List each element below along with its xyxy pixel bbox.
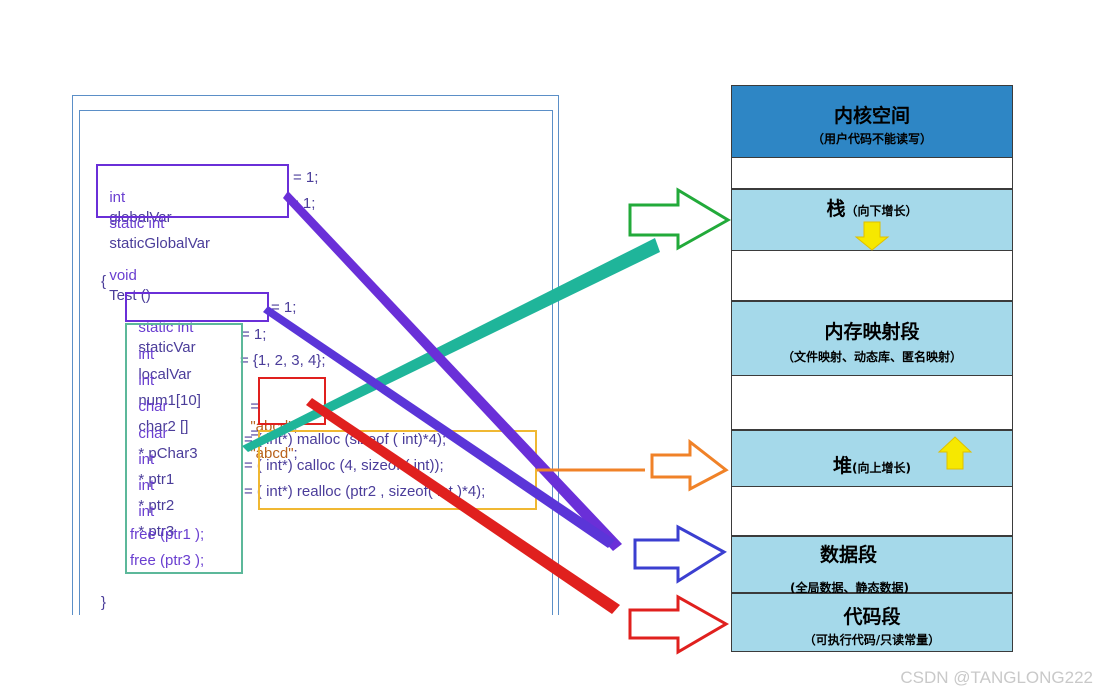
code-line-ptr1: int * ptr1 (130, 430, 174, 490)
segment-subtitle: （可执行代码/只读常量） (803, 633, 941, 647)
code-line-localvar: int localVar (130, 325, 191, 385)
segment-gap (731, 251, 1013, 301)
code-val: = 1; (241, 326, 267, 343)
segment-title: 代码段 (843, 606, 901, 628)
code-val: = 1; (293, 169, 319, 186)
string-literal-highlight-box (258, 377, 326, 425)
identifier: num1[10] (138, 392, 201, 409)
keyword: int (138, 503, 155, 520)
watermark: CSDN @TANGLONG222 (900, 668, 1093, 687)
identifier: * ptr2 (138, 497, 175, 514)
code-line-ptr2: int * ptr2 (130, 456, 174, 516)
keyword: int (138, 451, 155, 468)
keyword: void (109, 267, 137, 284)
segment-code: 代码段 （可执行代码/只读常量） (731, 593, 1013, 652)
static-var-highlight-box (125, 292, 269, 322)
code-line-ptr3: int * ptr3 (130, 482, 174, 542)
segment-data: 数据段 (全局数据、静态数据) (731, 536, 1013, 595)
segment-subtitle: （向下增长） (845, 204, 918, 218)
keyword: int (109, 189, 126, 206)
identifier: * pChar3 (138, 445, 198, 462)
identifier: char2 [] (138, 418, 189, 435)
code-line-char2: char char2 [] (130, 377, 188, 437)
keyword: int (138, 372, 155, 389)
brace-close: } (101, 594, 107, 611)
brace-open: { (101, 273, 107, 290)
segment-gap (731, 376, 1013, 430)
identifier: staticVar (138, 339, 196, 356)
segment-stack: 栈（向下增长） (731, 189, 1013, 251)
red-block-arrow (628, 594, 730, 655)
segment-title: 数据段 (820, 544, 878, 566)
segment-gap (731, 158, 1013, 189)
identifier: * ptr1 (138, 471, 175, 488)
identifier: staticGlobalVar (109, 235, 210, 252)
segment-title: 内核空间 (833, 105, 910, 127)
segment-subtitle: （文件映射、动态库、匿名映射） (781, 350, 962, 364)
segment-subtitle: (向上增长) (852, 461, 911, 475)
segment-mmap: 内存映射段 （文件映射、动态库、匿名映射） (731, 301, 1013, 376)
identifier: localVar (138, 366, 192, 383)
segment-subtitle: （用户代码不能读写） (811, 132, 932, 146)
identifier: * ptr3 (138, 523, 175, 540)
code-line-staticglobalvar: static int staticGlobalVar (101, 194, 210, 254)
code-line-num1: int num1[10] (130, 351, 201, 411)
green-block-arrow (628, 187, 731, 251)
code-val: = 1; (290, 195, 316, 212)
global-vars-highlight-box (96, 164, 289, 218)
keyword: int (138, 346, 155, 363)
segment-heap: 堆(向上增长) (731, 430, 1013, 487)
code-line-free-ptr1: free (ptr1 ); (130, 526, 205, 543)
blue-block-arrow (633, 524, 727, 584)
code-line-test-function: void Test () (101, 246, 151, 306)
code-line-free-ptr3: free (ptr3 ); (130, 552, 205, 569)
segment-title: 内存映射段 (824, 321, 920, 343)
heap-alloc-highlight-box (258, 430, 537, 510)
keyword: static int (109, 215, 165, 232)
keyword: char (138, 425, 168, 442)
keyword: int (138, 477, 155, 494)
orange-block-arrow (650, 438, 729, 492)
segment-kernel: 内核空间 （用户代码不能读写） (731, 85, 1013, 158)
segment-title: 堆 (833, 455, 853, 477)
code-line-pchar3: char * pChar3 (130, 404, 198, 464)
local-vars-highlight-box (125, 323, 243, 574)
segment-title: 栈 (826, 198, 846, 220)
segment-subtitle: (全局数据、静态数据) (790, 581, 909, 595)
identifier: Test () (109, 287, 151, 304)
code-val: = 1; (271, 299, 297, 316)
segment-gap (731, 487, 1013, 536)
code-val: = {1, 2, 3, 4}; (240, 352, 326, 369)
keyword: char (138, 398, 168, 415)
